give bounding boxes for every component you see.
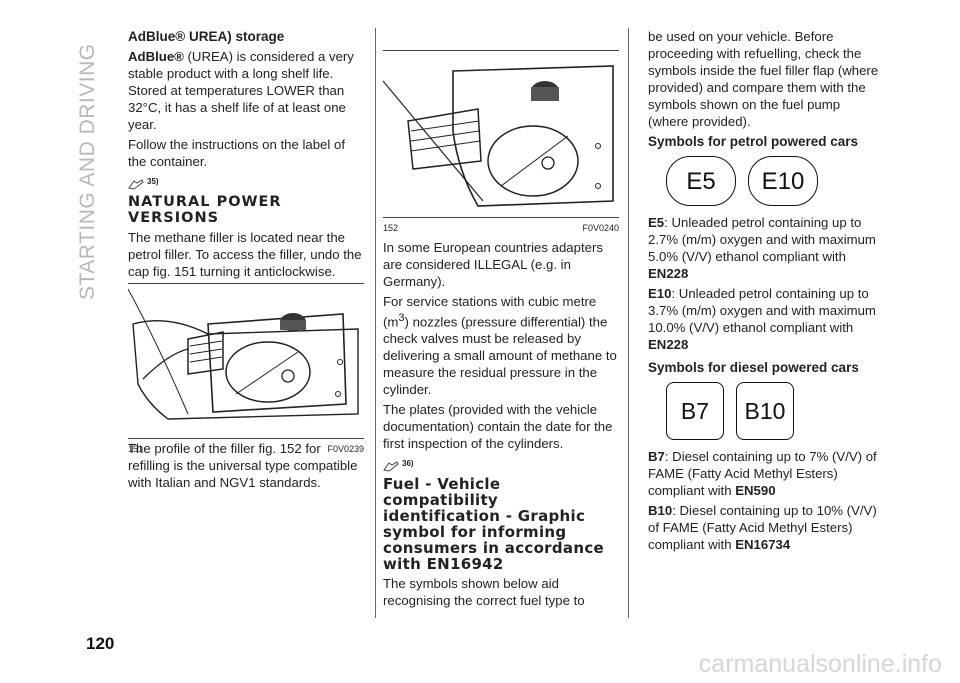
paragraph-plates: The plates (provided with the vehicle do… xyxy=(383,402,613,452)
paragraph-b10: B10: Diesel containing up to 10% (V/V) o… xyxy=(648,502,884,553)
cubic-text-b: ) nozzles (pressure differential) the ch… xyxy=(383,314,617,398)
warning-number: 35) xyxy=(147,177,159,186)
paragraph-before-refuelling: be used on your vehicle. Before proceedi… xyxy=(648,29,879,129)
figure-code: F0V0240 xyxy=(582,223,619,233)
figure-152-caption: 152 F0V0240 xyxy=(383,217,619,237)
warning-hand-icon xyxy=(128,179,144,190)
column-divider xyxy=(375,28,376,618)
paragraph-cubic-metre: For service stations with cubic metre (m… xyxy=(383,293,619,398)
cubic-text-a: For service stations with cubic metre (m xyxy=(383,294,597,330)
warning-number: 36) xyxy=(402,459,414,469)
column-1: AdBlue® UREA) storage AdBlue® (UREA) is … xyxy=(127,28,364,494)
adblue-text: (UREA) is considered a very stable produ… xyxy=(128,49,354,132)
e5-standard: EN228 xyxy=(648,266,689,281)
column-2: 152 F0V0240 In some European countries a… xyxy=(382,28,619,612)
paragraph-label-instructions: Follow the instructions on the label of … xyxy=(128,137,345,169)
e10-standard: EN228 xyxy=(648,337,689,352)
watermark: carmanualsonline.info xyxy=(698,650,942,678)
figure-151-caption: 151 F0V0239 xyxy=(128,438,364,458)
b7-lead: B7 xyxy=(648,449,665,464)
e5-text: : Unleaded petrol containing up to 2.7% … xyxy=(648,215,876,264)
e10-lead: E10 xyxy=(648,286,672,301)
paragraph-methane-filler: The methane filler is located near the p… xyxy=(128,230,362,279)
heading-adblue-storage: AdBlue® UREA) storage xyxy=(128,29,285,44)
b10-lead: B10 xyxy=(648,503,673,518)
figure-number: 151 xyxy=(128,444,144,454)
heading-petrol-symbols: Symbols for petrol powered cars xyxy=(648,134,859,149)
paragraph-filler-profile: The profile of the filler fig. 152 for r… xyxy=(128,441,358,490)
paragraph-symbols-aid: The symbols shown below aid recognising … xyxy=(383,576,585,609)
paragraph-e5: E5: Unleaded petrol containing up to 2.7… xyxy=(648,214,884,282)
b10-standard: EN16734 xyxy=(735,537,791,552)
section-side-title: STARTING AND DRIVING xyxy=(76,43,99,300)
b10-symbol: B10 xyxy=(736,382,794,440)
paragraph-adblue: AdBlue® (UREA) is considered a very stab… xyxy=(128,48,364,133)
petrol-symbols: E5 E10 xyxy=(666,156,884,206)
cubic-superscript: 3 xyxy=(398,312,405,324)
adblue-lead: AdBlue® xyxy=(128,49,184,64)
column-divider xyxy=(628,28,629,618)
heading-natural-power: NATURAL POWER VERSIONS xyxy=(128,194,282,226)
figure-number: 152 xyxy=(383,223,399,233)
e5-symbol: E5 xyxy=(666,156,736,206)
e10-symbol: E10 xyxy=(748,156,818,206)
heading-fuel-compatibility: Fuel - Vehicle compatibility identificat… xyxy=(383,475,604,574)
paragraph-e10: E10: Unleaded petrol containing up to 3.… xyxy=(648,285,884,353)
b7-symbol: B7 xyxy=(666,382,724,440)
diesel-symbols: B7 B10 xyxy=(666,382,884,440)
warning-reference: 36) xyxy=(383,455,619,472)
figure-152: 152 F0V0240 xyxy=(382,50,619,233)
figure-151: 151 F0V0239 xyxy=(127,283,364,454)
b10-text: : Diesel containing up to 10% (V/V) of F… xyxy=(648,503,877,552)
column-3: be used on your vehicle. Before proceedi… xyxy=(648,28,884,556)
page-number: 120 xyxy=(86,634,115,653)
b7-text: : Diesel containing up to 7% (V/V) of FA… xyxy=(648,449,877,498)
fuel-filler-illustration xyxy=(127,288,359,420)
e5-lead: E5 xyxy=(648,215,665,230)
e10-text: : Unleaded petrol containing up to 3.7% … xyxy=(648,286,876,335)
b7-standard: EN590 xyxy=(735,483,776,498)
paragraph-b7: B7: Diesel containing up to 7% (V/V) of … xyxy=(648,448,884,499)
warning-hand-icon xyxy=(383,461,399,472)
heading-diesel-symbols: Symbols for diesel powered cars xyxy=(648,360,859,375)
paragraph-adapters: In some European countries adapters are … xyxy=(383,240,603,289)
figure-code: F0V0239 xyxy=(327,444,364,454)
warning-reference: 35) xyxy=(128,173,364,190)
methane-filler-illustration xyxy=(382,65,614,207)
